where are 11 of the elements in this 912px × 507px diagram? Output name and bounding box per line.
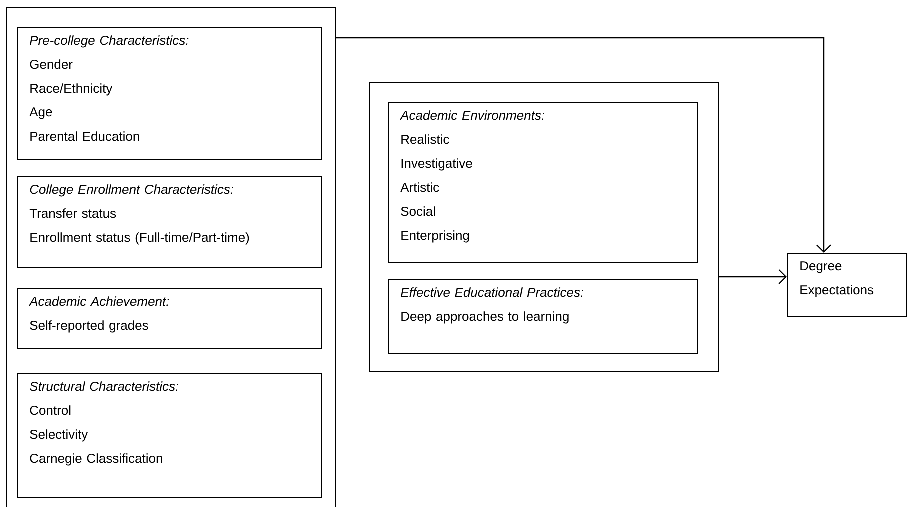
group-box bbox=[369, 82, 720, 372]
arrow bbox=[719, 270, 787, 284]
category-box: Academic Achievement: Self-reported grades bbox=[17, 288, 322, 350]
category-box: Academic Environments: Realistic Investigative Artistic Social Enterprising bbox=[388, 102, 698, 264]
category-box: College Enrollment Characteristics: Transfer status Enrollment status (Full-time/Part-time) bbox=[17, 176, 322, 268]
category-box: Pre-college Characteristics: Gender Race/Ethnicity Age Parental Education bbox=[17, 27, 322, 160]
outcome-box: Degree Expectations bbox=[787, 253, 908, 318]
category-box: Effective Educational Practices: Deep approaches to learning bbox=[388, 279, 698, 354]
group-box bbox=[6, 7, 336, 507]
arrow bbox=[336, 37, 832, 253]
category-box: Structural Characteristics: Control Selectivity Carnegie Classification bbox=[17, 373, 322, 498]
